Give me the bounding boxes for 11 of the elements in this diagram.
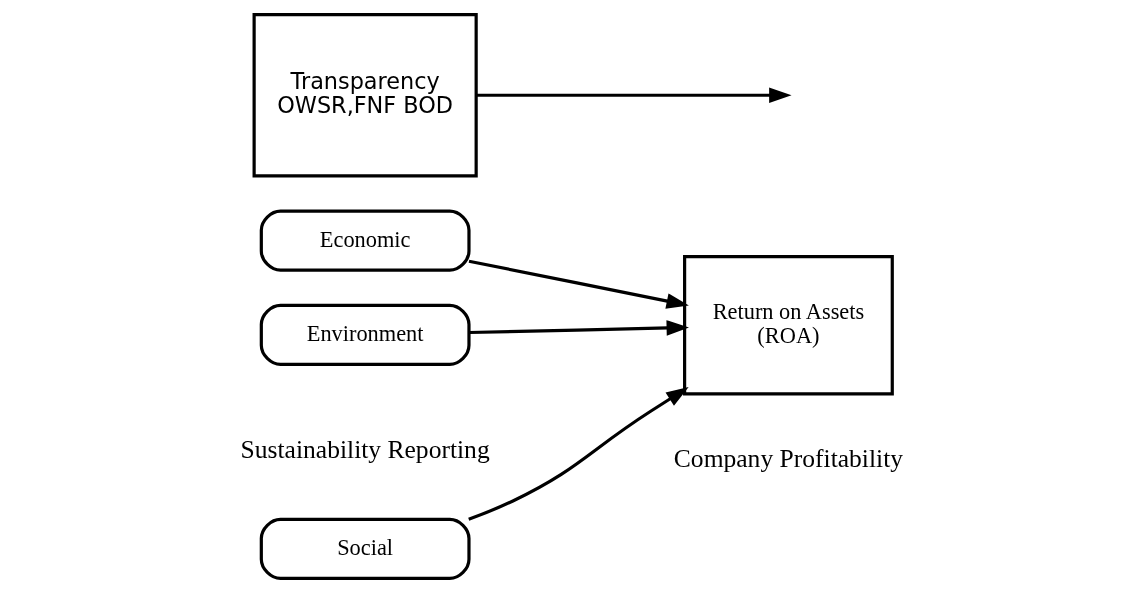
- label: Sustainability Reporting: [240, 434, 490, 464]
- arrow: [468, 320, 689, 336]
- node-box: Environment: [259, 303, 471, 366]
- node-box: Transparency OWSR,FNF BOD: [252, 12, 478, 178]
- node-box: Return on Assets (ROA): [682, 254, 894, 396]
- node-box: Social: [259, 517, 471, 581]
- node-box: Economic: [259, 209, 471, 272]
- arrow: [476, 87, 792, 104]
- label: Company Profitability: [673, 444, 903, 474]
- arrow: [467, 387, 689, 521]
- arrow: [468, 259, 689, 309]
